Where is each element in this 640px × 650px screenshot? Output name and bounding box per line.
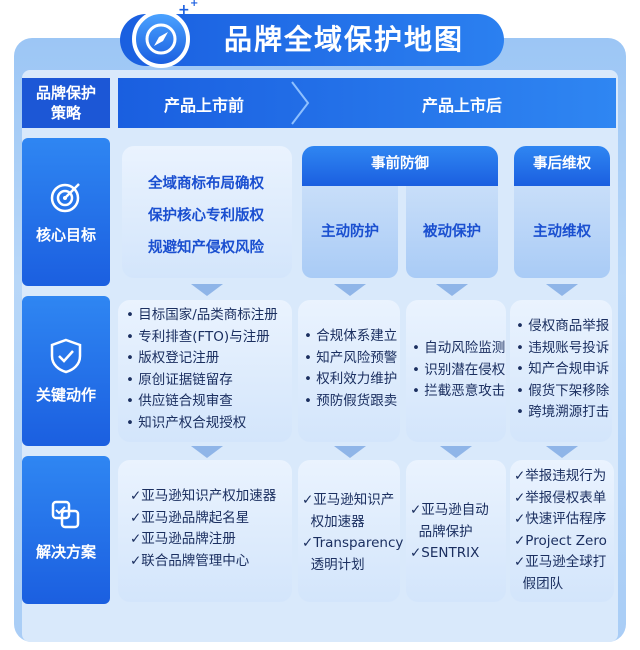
solution-item: ✓Project Zero — [514, 532, 607, 549]
goal-active-defense-card: 主动防护 — [302, 186, 398, 278]
action-item: • 目标国家/品类商标注册 — [126, 307, 278, 323]
goal-item: 保护核心专利版权 — [148, 208, 264, 224]
solutions-active-rights-card: ✓举报违规行为 ✓举报侵权表单 ✓快速评估程序 ✓Project Zero ✓亚… — [510, 460, 614, 602]
solution-item: ✓快速评估程序 — [514, 511, 607, 527]
solution-item: ✓举报侵权表单 — [514, 489, 607, 506]
row-label-actions-text: 关键动作 — [35, 385, 96, 404]
strategy-header-line2: 策略 — [50, 104, 81, 122]
target-icon — [50, 182, 80, 212]
action-item: • 跨境溯源打击 — [516, 404, 610, 420]
action-item: • 合规体系建立 — [304, 328, 398, 344]
down-arrow-icon — [546, 284, 578, 296]
solution-item: ✓SENTRIX — [410, 545, 480, 561]
action-item: • 知识产权合规授权 — [126, 414, 247, 431]
phase-header-bar: 产品上市前 产品上市后 — [118, 78, 616, 128]
solution-item: ✓亚马逊品牌起名星 — [130, 509, 250, 526]
row-label-goals-text: 核心目标 — [35, 225, 96, 244]
row-label-actions: 关键动作 — [22, 296, 110, 446]
action-item: • 假货下架移除 — [516, 382, 610, 399]
action-item: • 违规账号投诉 — [516, 339, 610, 356]
row-label-solutions-text: 解决方案 — [35, 542, 96, 561]
action-item: • 侵权商品举报 — [516, 318, 610, 334]
action-item: • 自动风险监测 — [412, 340, 506, 356]
action-item: • 预防假货跟卖 — [304, 392, 398, 409]
down-arrow-icon — [546, 446, 578, 458]
row-label-solutions: 解决方案 — [22, 456, 110, 604]
strategy-header-line1: 品牌保护 — [35, 84, 96, 102]
tab-after: 事后维权 — [514, 146, 610, 186]
row-label-goals: 核心目标 — [22, 138, 110, 286]
actions-active-rights-card: • 侵权商品举报 • 违规账号投诉 • 知产合规申诉 • 假货下架移除 • 跨境… — [510, 300, 612, 442]
down-arrow-icon — [334, 284, 366, 296]
shield-check-icon — [50, 338, 82, 373]
solution-item: ✓亚马逊知识产权加速器 — [130, 488, 277, 504]
actions-pre-card: • 目标国家/品类商标注册 • 专利排查(FTO)与注册 • 版权登记注册 • … — [118, 300, 292, 442]
solution-item: ✓举报违规行为 — [514, 468, 607, 484]
goal-active-defense: 主动防护 — [321, 224, 379, 240]
action-item: • 知产风险预警 — [304, 349, 398, 366]
compass-icon — [132, 10, 190, 68]
goal-item: 全域商标布局确权 — [148, 176, 264, 192]
action-item: • 原创证据链留存 — [126, 371, 233, 388]
solution-item: ✓Transparency — [302, 535, 404, 551]
down-arrow-icon — [334, 446, 366, 458]
sparkle-icon: + — [190, 0, 199, 9]
goals-pre-card: 全域商标布局确权 保护核心专利版权 规避知产侵权风险 — [122, 146, 292, 278]
action-item: • 权利效力维护 — [304, 371, 398, 387]
goal-passive-defense: 被动保护 — [423, 224, 481, 240]
action-item: • 供应链合规审查 — [126, 393, 233, 409]
goal-active-rights-card: 主动维权 — [514, 186, 610, 278]
solutions-active-defense-card: ✓亚马逊知识产 权加速器 ✓Transparency 透明计划 — [298, 460, 404, 602]
down-arrow-icon — [191, 284, 223, 296]
solution-item: 品牌保护 — [410, 523, 473, 540]
actions-passive-defense-card: • 自动风险监测 • 识别潜在侵权 • 拦截恶意攻击 — [406, 300, 506, 442]
solution-item: ✓联合品牌管理中心 — [130, 552, 250, 569]
goal-passive-defense-card: 被动保护 — [406, 186, 498, 278]
goal-active-rights: 主动维权 — [533, 224, 591, 240]
solution-item: ✓亚马逊全球打 — [514, 554, 607, 570]
strategy-header: 品牌保护 策略 — [22, 78, 110, 128]
solution-item: 透明计划 — [302, 556, 365, 573]
goal-item: 规避知产侵权风险 — [148, 240, 264, 256]
solutions-pre-card: ✓亚马逊知识产权加速器 ✓亚马逊品牌起名星 ✓亚马逊品牌注册 ✓联合品牌管理中心 — [118, 460, 292, 602]
down-arrow-icon — [440, 446, 472, 458]
action-item: • 知产合规申诉 — [516, 361, 610, 377]
phase-post-launch: 产品上市后 — [422, 96, 503, 115]
action-item: • 版权登记注册 — [126, 350, 220, 366]
solution-item: 假团队 — [514, 575, 564, 592]
layers-check-icon — [51, 500, 80, 528]
action-item: • 拦截恶意攻击 — [412, 383, 506, 399]
solution-item: ✓亚马逊品牌注册 — [130, 531, 236, 547]
action-item: • 识别潜在侵权 — [412, 361, 506, 378]
solution-item: ✓亚马逊知识产 — [302, 492, 395, 508]
down-arrow-icon — [436, 284, 468, 296]
phase-pre-launch: 产品上市前 — [164, 96, 245, 115]
sparkle-icon: + — [178, 2, 190, 18]
chevron-right-icon — [291, 81, 310, 125]
solution-item: ✓亚马逊自动 — [410, 502, 489, 518]
tab-prevent: 事前防御 — [302, 146, 498, 186]
solutions-passive-defense-card: ✓亚马逊自动 品牌保护 ✓SENTRIX — [406, 460, 506, 602]
actions-active-defense-card: • 合规体系建立 • 知产风险预警 • 权利效力维护 • 预防假货跟卖 — [298, 300, 400, 442]
solution-item: 权加速器 — [302, 513, 365, 530]
down-arrow-icon — [191, 446, 223, 458]
action-item: • 专利排查(FTO)与注册 — [126, 328, 270, 345]
